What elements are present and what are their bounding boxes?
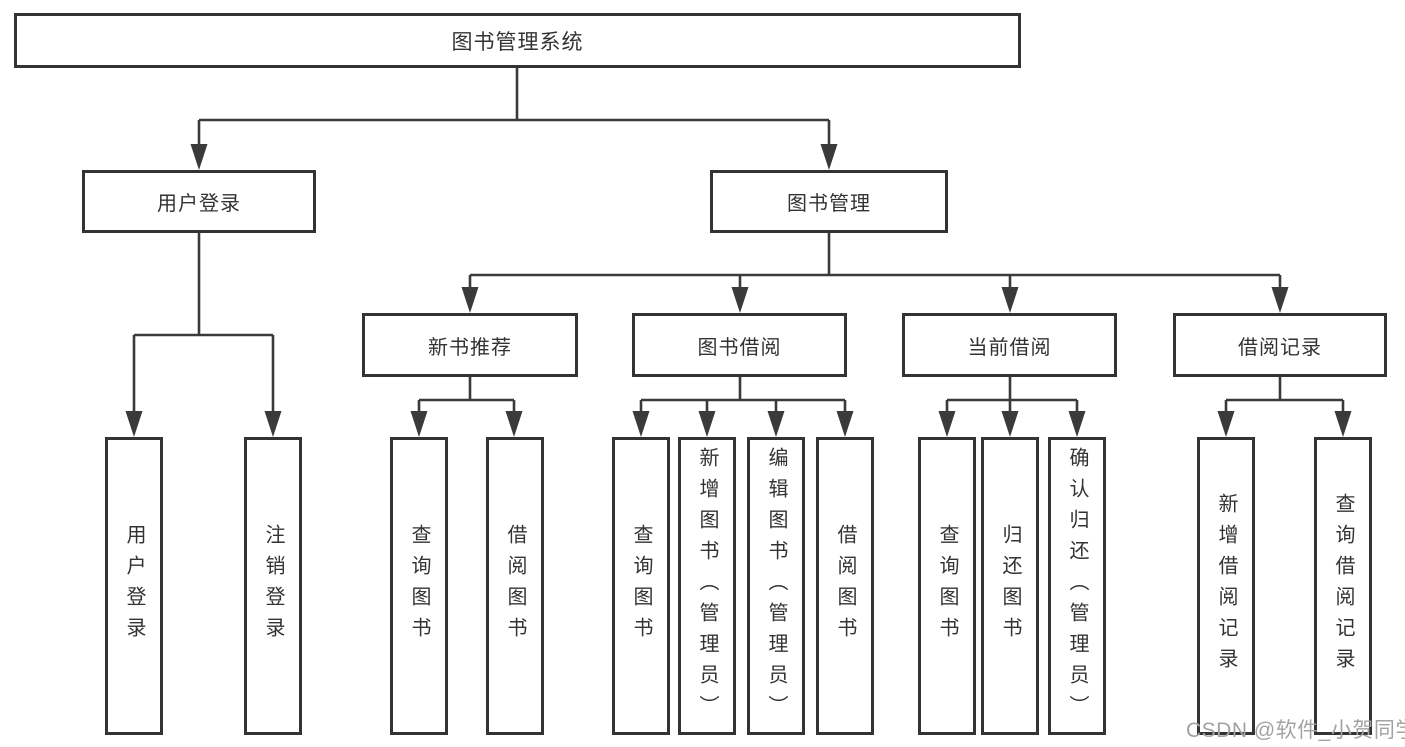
leaf-label: 查询图书 [936, 524, 958, 648]
leaf-label: 借阅图书 [504, 524, 526, 648]
node-book-borrowing: 图书借阅 [632, 313, 847, 377]
leaf-label: 新增图书（管理员） [696, 446, 718, 726]
leaf-borrow-books-borrowing: 借阅图书 [816, 437, 874, 735]
node-label: 当前借阅 [967, 336, 1052, 359]
leaf-label: 查询图书 [630, 524, 652, 648]
node-label: 用户登录 [157, 193, 241, 215]
arrowhead-down [1334, 411, 1352, 437]
leaf-logout: 注销登录 [244, 437, 302, 735]
arrowhead-down [1001, 287, 1019, 313]
arrowhead-down [1217, 411, 1235, 437]
arrowhead-down [836, 411, 854, 437]
arrowhead-down [190, 144, 208, 170]
arrowhead-down [264, 411, 282, 437]
leaf-add-borrow-record: 新增借阅记录 [1197, 437, 1255, 735]
node-label: 新书推荐 [428, 336, 512, 359]
node-book-management: 图书管理 [710, 170, 948, 233]
node-label: 图书管理系统 [451, 30, 584, 54]
leaf-label: 注销登录 [262, 524, 284, 648]
leaf-label: 新增借阅记录 [1215, 493, 1237, 679]
leaf-confirm-return-admin: 确认归还（管理员） [1048, 437, 1106, 735]
arrowhead-down [767, 411, 785, 437]
leaf-label: 确认归还（管理员） [1066, 446, 1088, 726]
arrowhead-down [632, 411, 650, 437]
leaf-query-books-borrowing: 查询图书 [612, 437, 670, 735]
arrowhead-down [1001, 411, 1019, 437]
leaf-borrow-books-recommend: 借阅图书 [486, 437, 544, 735]
leaf-label: 查询借阅记录 [1332, 493, 1354, 679]
arrowhead-down [461, 287, 479, 313]
watermark-text: CSDN @软件_小贺同学 [1186, 719, 1405, 742]
leaf-label: 借阅图书 [834, 524, 856, 648]
node-label: 借阅记录 [1238, 336, 1322, 359]
arrowhead-down [938, 411, 956, 437]
node-label: 图书管理 [787, 193, 871, 215]
arrowhead-down [410, 411, 428, 437]
leaf-label: 归还图书 [999, 524, 1021, 648]
arrowhead-down [1271, 287, 1289, 313]
arrowhead-down [731, 287, 749, 313]
leaf-query-books-current: 查询图书 [918, 437, 976, 735]
arrowhead-down [820, 144, 838, 170]
node-library-system: 图书管理系统 [14, 13, 1021, 68]
node-new-book-recommend: 新书推荐 [362, 313, 578, 377]
leaf-query-borrow-record: 查询借阅记录 [1314, 437, 1372, 735]
arrowhead-down [1068, 411, 1086, 437]
leaf-add-books-admin: 新增图书（管理员） [678, 437, 736, 735]
node-borrowing-records: 借阅记录 [1173, 313, 1387, 377]
node-current-borrowing: 当前借阅 [902, 313, 1117, 377]
leaf-label: 编辑图书（管理员） [765, 446, 787, 726]
leaf-label: 查询图书 [408, 524, 430, 648]
leaf-label: 用户登录 [123, 524, 145, 648]
arrowhead-down [125, 411, 143, 437]
arrowhead-down [505, 411, 523, 437]
leaf-query-books-recommend: 查询图书 [390, 437, 448, 735]
node-user-login: 用户登录 [82, 170, 316, 233]
leaf-return-books: 归还图书 [981, 437, 1039, 735]
leaf-edit-books-admin: 编辑图书（管理员） [747, 437, 805, 735]
arrowhead-down [698, 411, 716, 437]
node-label: 图书借阅 [697, 336, 782, 359]
leaf-user-login: 用户登录 [105, 437, 163, 735]
